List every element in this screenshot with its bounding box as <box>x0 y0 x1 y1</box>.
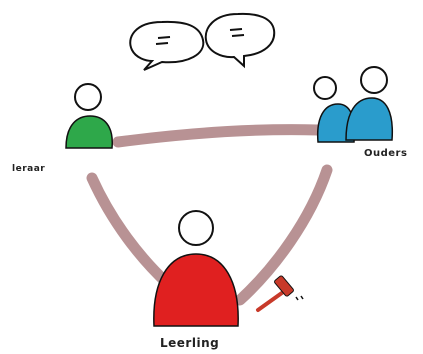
parents-label: Ouders <box>364 148 408 159</box>
speech-bubble-icon <box>204 12 276 69</box>
student-head <box>178 210 214 246</box>
teacher-label: leraar <box>12 164 46 174</box>
connector-teacher-parents <box>112 124 324 148</box>
connector-parents-student <box>234 164 333 306</box>
student-body <box>153 253 239 327</box>
teacher-figure <box>65 83 113 149</box>
teacher-head <box>74 83 102 111</box>
teacher-body <box>65 115 113 149</box>
speech-bubble-icon <box>129 20 205 71</box>
student-figure <box>153 210 239 327</box>
parent-head-left <box>313 76 337 100</box>
student-label: Leerling <box>160 336 220 350</box>
parent-body-right <box>345 97 394 141</box>
parents-figure <box>313 66 394 143</box>
connector-teacher-student <box>86 172 174 290</box>
connectors <box>86 124 333 306</box>
gavel-icon <box>256 275 304 312</box>
parent-head-right <box>360 66 388 94</box>
